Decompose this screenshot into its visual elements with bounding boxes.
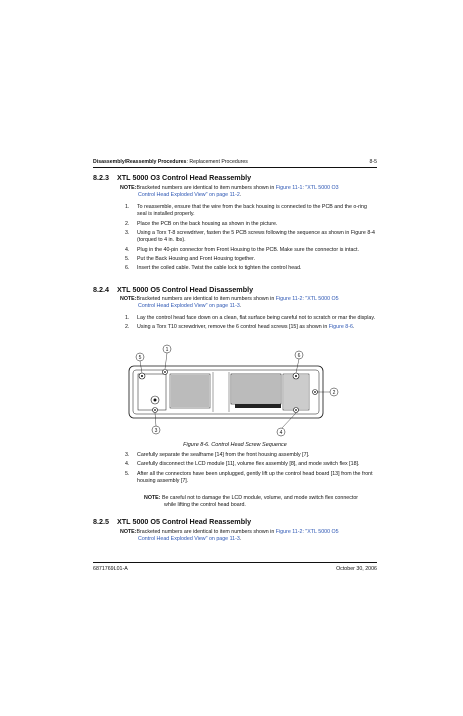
- note-text: Bracketed numbers are identical to item …: [136, 529, 276, 535]
- steps-823: 1. To reassemble, ensure that the wire fr…: [125, 204, 377, 275]
- step-number: 2.: [125, 324, 130, 331]
- step-number: 6.: [125, 265, 130, 272]
- header-section-bold: Disassembly/Reassembly Procedures: [93, 159, 187, 165]
- note-label: NOTE:: [120, 296, 137, 302]
- left-pcb-area: [169, 373, 211, 409]
- note-link[interactable]: Figure 11-1: "XTL 5000 O3: [275, 185, 339, 191]
- section-title: XTL 5000 O5 Control Head Reassembly: [117, 517, 252, 526]
- shaded-lcd: [232, 375, 280, 403]
- steps-824-a: 1. Lay the control head face down on a cl…: [125, 315, 377, 334]
- note-825: NOTE:Bracketed numbers are identical to …: [120, 529, 376, 544]
- note-824-caution: NOTE: Be careful not to damage the LCD m…: [144, 495, 376, 510]
- figure-caption: Figure 8-6. Control Head Screw Sequence: [183, 442, 287, 448]
- note-823: NOTE:Bracketed numbers are identical to …: [120, 185, 376, 200]
- header-rule: [93, 167, 377, 168]
- step-text: Using a Torx T10 screwdriver, remove the…: [137, 324, 329, 331]
- header-section-rest: : Replacement Procedures: [186, 159, 248, 165]
- section-number: 8.2.3: [93, 173, 109, 182]
- note-end: .: [239, 303, 242, 310]
- callout-5: 5: [139, 355, 142, 361]
- step-number: 3.: [125, 229, 130, 236]
- figure-link[interactable]: Figure 8-6: [328, 324, 353, 331]
- control-head-figure: 1 2 3 4 5 6: [128, 344, 339, 437]
- callout-6: 6: [298, 353, 301, 359]
- shaded-right: [284, 375, 308, 409]
- list-item: 2. Using a Torx T10 screwdriver, remove t…: [125, 324, 377, 331]
- note-text-cont: while lifting the control head board.: [164, 502, 246, 509]
- step-text: Plug in the 40-pin connector from Front …: [137, 246, 359, 253]
- note-text: Bracketed numbers are identical to item …: [136, 296, 276, 302]
- callout-4: 4: [280, 430, 283, 436]
- list-item: 5. After all the connectors have been unp…: [125, 471, 377, 485]
- list-item: 4. Plug in the 40-pin connector from Fron…: [125, 247, 377, 254]
- step-text: To reassemble, ensure that the wire from…: [137, 204, 367, 218]
- step-number: 4.: [125, 246, 130, 253]
- header-section: Disassembly/Reassembly Procedures: Repla…: [93, 158, 248, 167]
- list-item: 4. Carefully disconnect the LCD module [1…: [125, 461, 377, 468]
- step-number: 4.: [125, 461, 130, 468]
- note-label: NOTE:: [120, 529, 137, 535]
- note-link-cont[interactable]: Control Head Exploded View" on page 11-3: [138, 536, 240, 543]
- note-824: NOTE:Bracketed numbers are identical to …: [120, 296, 376, 311]
- note-end: .: [239, 192, 242, 199]
- section-number: 8.2.5: [93, 517, 109, 526]
- section-heading-823: 8.2.3 XTL 5000 O3 Control Head Reassembly: [93, 173, 251, 182]
- step-number: 3.: [125, 452, 130, 458]
- ribbon-connector: [235, 404, 281, 408]
- shaded-pcb: [171, 375, 209, 407]
- section-number: 8.2.4: [93, 285, 109, 294]
- list-item: 1. Lay the control head face down on a cl…: [125, 315, 377, 322]
- step-text: Lay the control head face down on a clea…: [137, 315, 376, 321]
- step-text: Put the Back Housing and Front Housing t…: [137, 255, 256, 262]
- footer-doc-number: 6871769L01-A: [93, 566, 128, 572]
- callout-1: 1: [166, 347, 169, 353]
- note-link-cont[interactable]: Control Head Exploded View" on page 11-2: [138, 192, 240, 199]
- step-end: .: [352, 324, 355, 331]
- step-text: Carefully separate the sealframe [14] fr…: [137, 452, 310, 458]
- step-number: 1.: [125, 204, 130, 210]
- section-title: XTL 5000 O3 Control Head Reassembly: [117, 173, 252, 182]
- page-header: Disassembly/Reassembly Procedures: Repla…: [93, 158, 377, 167]
- list-item: 3. Using a Torx T-8 screwdriver, fasten t…: [125, 230, 377, 244]
- step-text: Insert the coiled cable. Twist the cable…: [137, 265, 302, 272]
- footer-rule: [93, 562, 377, 563]
- note-text: Be careful not to damage the LCD module,…: [160, 495, 359, 501]
- note-link[interactable]: Figure 11-2: "XTL 5000 O5: [275, 296, 339, 302]
- steps-824-b: 3. Carefully separate the sealframe [14] …: [125, 452, 377, 487]
- callout-2: 2: [333, 390, 336, 396]
- step-text: Place the PCB on the back housing as sho…: [137, 220, 278, 227]
- step-text: After all the connectors have been unplu…: [137, 470, 373, 484]
- step-text: Carefully disconnect the LCD module [11]…: [137, 461, 360, 468]
- left-connector-block: [137, 373, 167, 411]
- note-label: NOTE:: [144, 495, 161, 501]
- section-heading-824: 8.2.4 XTL 5000 O5 Control Head Disassembl…: [93, 285, 253, 294]
- step-number: 2.: [125, 220, 130, 227]
- list-item: 6. Insert the coiled cable. Twist the cab…: [125, 265, 377, 272]
- note-end: .: [239, 536, 242, 543]
- section-heading-825: 8.2.5 XTL 5000 O5 Control Head Reassembly: [93, 517, 251, 526]
- step-number: 5.: [125, 255, 130, 262]
- step-number: 1.: [125, 315, 130, 321]
- list-item: 3. Carefully separate the sealframe [14] …: [125, 452, 377, 459]
- step-text: Using a Torx T-8 screwdriver, fasten the…: [137, 229, 375, 244]
- footer-date: October 30, 2006: [336, 566, 377, 572]
- note-text: Bracketed numbers are identical to item …: [136, 185, 276, 191]
- header-page-number: 8-5: [369, 159, 378, 165]
- note-link[interactable]: Figure 11-2: "XTL 5000 O5: [275, 529, 339, 535]
- note-label: NOTE:: [120, 185, 137, 191]
- list-item: 5. Put the Back Housing and Front Housing…: [125, 256, 377, 263]
- section-title: XTL 5000 O5 Control Head Disassembly: [117, 285, 254, 294]
- list-item: 2. Place the PCB on the back housing as s…: [125, 221, 377, 228]
- step-number: 5.: [125, 470, 130, 477]
- callout-3: 3: [155, 428, 158, 434]
- list-item: 1. To reassemble, ensure that the wire fr…: [125, 204, 377, 218]
- note-link-cont[interactable]: Control Head Exploded View" on page 11-3: [138, 303, 240, 310]
